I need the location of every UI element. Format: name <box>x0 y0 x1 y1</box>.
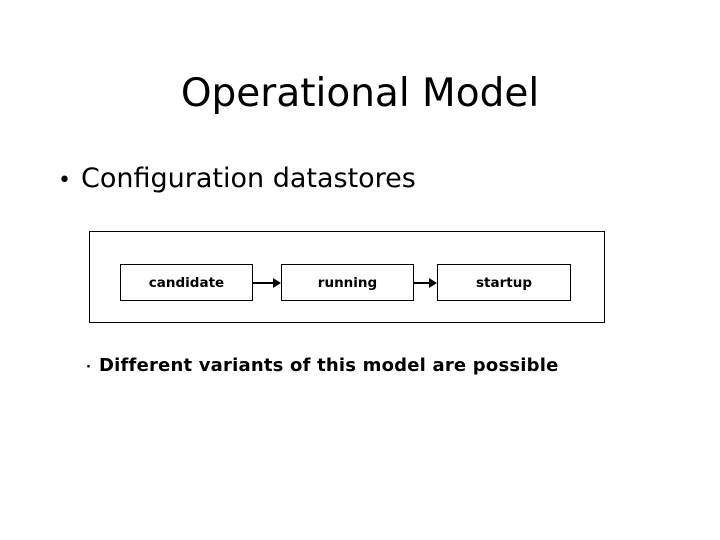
bullet-marker-sub-icon: · <box>86 360 91 375</box>
bullet-marker-icon: • <box>58 168 71 193</box>
arrow-head <box>429 278 437 288</box>
bullet-label-different-variants: Different variants of this model are pos… <box>99 355 559 376</box>
page-title: Operational Model <box>180 71 540 116</box>
arrow-shaft <box>253 282 274 284</box>
diagram-node-candidate-label: candidate <box>148 274 225 291</box>
bullet-item-level2: · Different variants of this model are p… <box>86 354 559 380</box>
arrow-head <box>273 278 281 288</box>
diagram-node-startup-label: startup <box>476 274 532 291</box>
bullet-item-level1: • Configuration datastores <box>58 162 416 197</box>
arrow-right-icon-running-to-startup <box>414 278 437 288</box>
diagram-node-running: running <box>281 264 414 301</box>
datastore-diagram-frame: candidate running startup <box>89 231 605 323</box>
diagram-node-running-label: running <box>317 274 378 291</box>
diagram-node-candidate: candidate <box>120 264 253 301</box>
bullet-label-configuration-datastores: Configuration datastores <box>81 163 416 194</box>
diagram-node-startup: startup <box>437 264 571 301</box>
arrow-right-icon-candidate-to-running <box>253 278 281 288</box>
datastore-node-row: candidate running startup <box>90 232 606 324</box>
arrow-shaft <box>414 282 430 284</box>
